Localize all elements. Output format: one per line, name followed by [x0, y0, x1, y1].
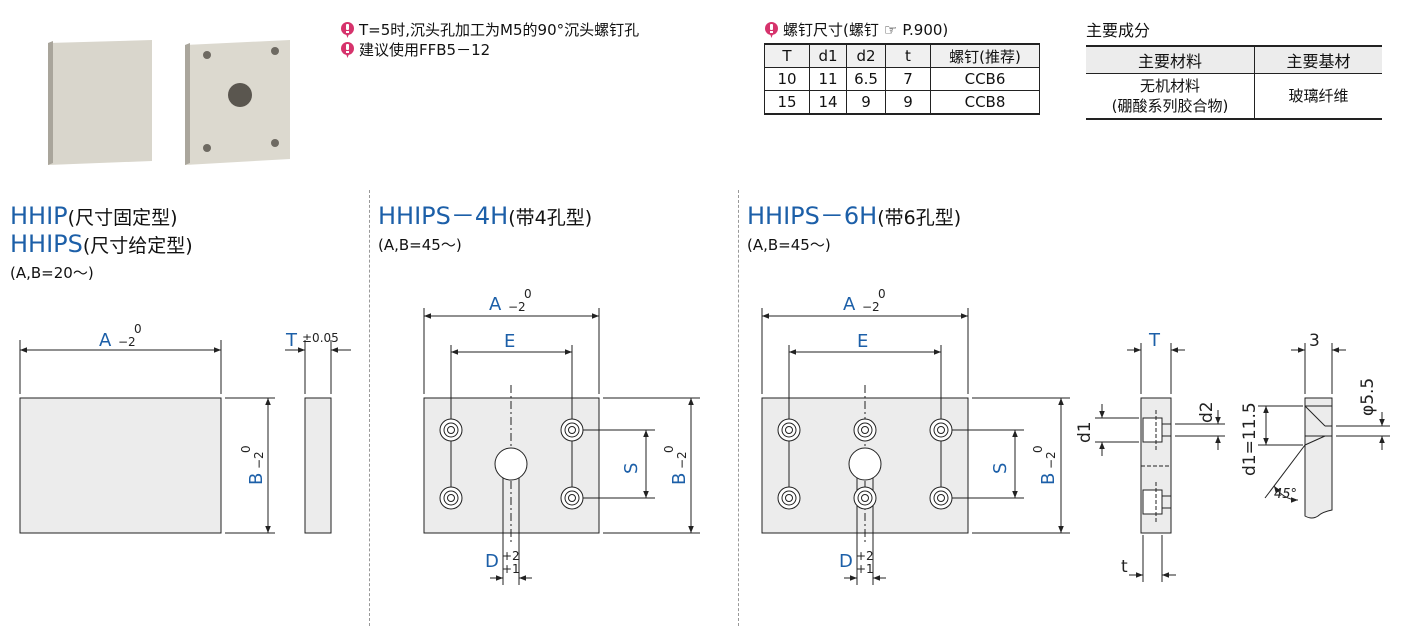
section-hhips4-title: HHIPS－4H(带4孔型) (A,B=45～): [378, 202, 593, 254]
note-item: 建议使用FFB5－12: [340, 40, 639, 60]
material-table: 主要材料 主要基材 无机材料(硼酸系列胶合物) 玻璃纤维: [1086, 45, 1382, 120]
table-row: 10 11 6.5 7 CCB6: [764, 67, 1040, 91]
screw-table: T d1 d2 t 螺钉(推荐) 10 11 6.5 7 CCB6 15 14 …: [764, 43, 1040, 115]
dim-T-label: T: [285, 330, 298, 351]
dim-A-label: A: [843, 294, 856, 315]
table-row: 无机材料(硼酸系列胶合物) 玻璃纤维: [1086, 73, 1382, 119]
section-hhips6-title: HHIPS－6H(带6孔型) (A,B=45～): [747, 202, 962, 254]
note-item: T=5时,沉头孔加工为M5的90°沉头螺钉孔: [340, 20, 639, 40]
material-title: 主要成分: [1086, 21, 1151, 40]
screw-table-title: 螺钉尺寸(螺钉 ☞ P.900): [764, 20, 1040, 40]
main-material-cell: 无机材料(硼酸系列胶合物): [1111, 77, 1229, 115]
detail-labels: d1 d2 t 3 d1=11.5 φ5.5 45°: [1075, 331, 1378, 577]
dim-S-label: S: [621, 463, 642, 474]
hhips6-drawing: [761, 308, 1070, 585]
dim-phi-label: φ5.5: [1358, 378, 1378, 416]
dim-t-label: t: [1121, 557, 1128, 577]
dim-d2-label: d2: [1197, 401, 1217, 423]
dim-B-label: B: [246, 473, 267, 485]
dimension-labels: A 0 −2 T ±0.05 B 0 −2 A 0 −2 E S B 0 −2 …: [99, 287, 1161, 576]
notes: T=5时,沉头孔加工为M5的90°沉头螺钉孔 建议使用FFB5－12: [340, 20, 639, 60]
dim-tol-lower: −2: [252, 451, 266, 469]
dim-tol-upper: 0: [878, 287, 886, 301]
hhip-drawing: [19, 340, 351, 534]
hole-markers: [439, 418, 953, 510]
dim-tol-upper: 0: [239, 445, 253, 453]
section-hhip-title: HHIP(尺寸固定型) HHIPS(尺寸给定型) (A,B=20～): [10, 202, 193, 282]
dim-S-label: S: [990, 463, 1011, 474]
product-photo: [48, 40, 290, 165]
hand-pointer-icon: ☞: [883, 21, 898, 39]
dim-tol-upper: 0: [1031, 445, 1045, 453]
dim-T-label: T: [1148, 330, 1161, 351]
section-divider: [738, 190, 739, 626]
dim-E-label: E: [504, 331, 515, 352]
dim-d1-value-label: d1=11.5: [1240, 402, 1260, 476]
table-row: 15 14 9 9 CCB8: [764, 90, 1040, 115]
dim-E-label: E: [857, 331, 868, 352]
countersink-detail-drawing: [1258, 343, 1390, 519]
section-view-drawing: [1095, 343, 1225, 582]
dim-tol-lower: −2: [675, 451, 689, 469]
dim-D-tol-lower: +1: [856, 562, 874, 576]
dim-tol-lower: −2: [1044, 451, 1058, 469]
dim-angle-label: 45°: [1274, 487, 1297, 502]
dim-tol-lower: −2: [508, 300, 526, 314]
table-header-row: 主要材料 主要基材: [1086, 46, 1382, 74]
dim-D-label: D: [839, 551, 853, 572]
info-pin-icon: [340, 42, 354, 58]
dim-3-label: 3: [1309, 331, 1320, 351]
dim-A-label: A: [99, 330, 112, 351]
dim-B-label: B: [1038, 473, 1059, 485]
dim-D-tol-upper: +2: [856, 549, 874, 563]
table-header-row: T d1 d2 t 螺钉(推荐): [764, 43, 1040, 68]
dim-d1-label: d1: [1075, 421, 1095, 443]
dim-A-label: A: [489, 294, 502, 315]
plate-photo-plain: [48, 40, 152, 165]
info-pin-icon: [764, 22, 778, 38]
dim-B-label: B: [669, 473, 690, 485]
material-block: 主要成分 主要材料 主要基材 无机材料(硼酸系列胶合物) 玻璃纤维: [1086, 20, 1382, 120]
dim-D-tol-upper: +2: [502, 549, 520, 563]
plate-photo-holes: [185, 40, 290, 165]
dim-tol-upper: 0: [524, 287, 532, 301]
dim-tol-upper: 0: [662, 445, 676, 453]
info-pin-icon: [340, 22, 354, 38]
dim-tol-lower: −2: [118, 335, 136, 349]
hhips4-drawing: [423, 308, 700, 585]
dim-tol-upper: 0: [134, 322, 142, 336]
dim-D-label: D: [485, 551, 499, 572]
dim-tol-lower: −2: [862, 300, 880, 314]
dim-T-tol: ±0.05: [302, 331, 339, 345]
section-divider: [369, 190, 370, 626]
screw-size-block: 螺钉尺寸(螺钉 ☞ P.900) T d1 d2 t 螺钉(推荐) 10 11 …: [764, 20, 1040, 115]
dim-D-tol-lower: +1: [502, 562, 520, 576]
